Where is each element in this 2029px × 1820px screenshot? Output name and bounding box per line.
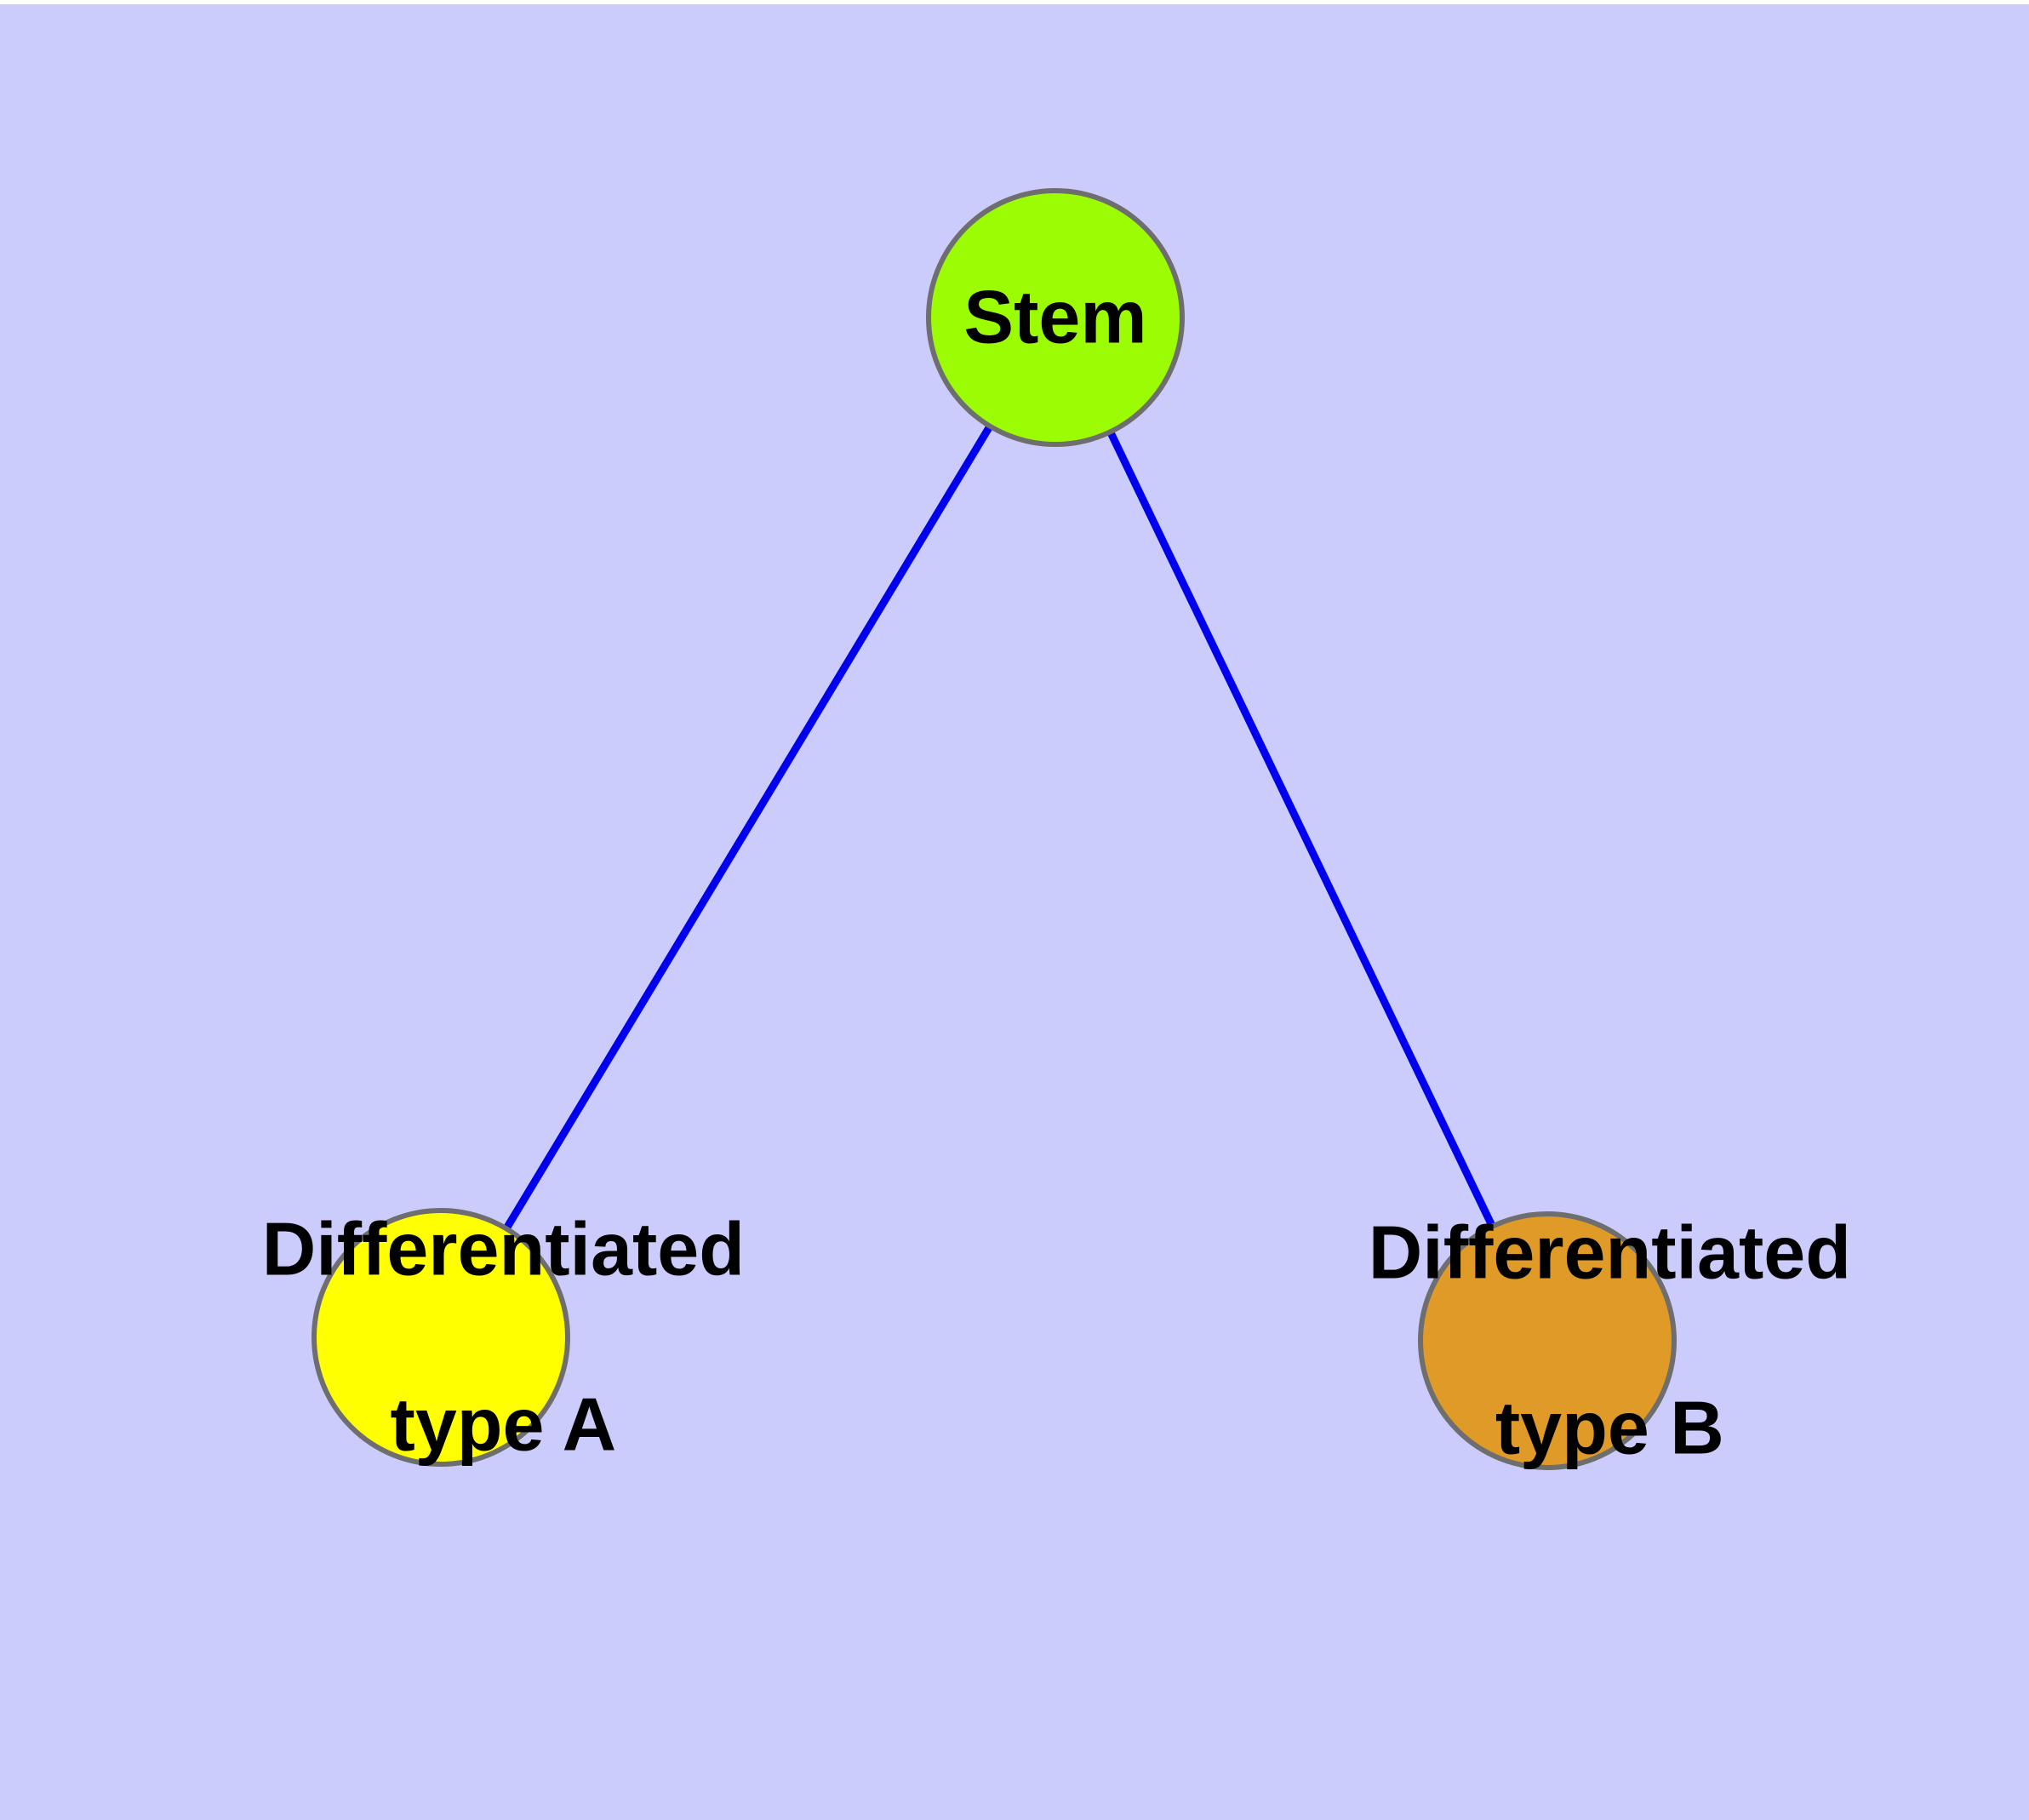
node-differentiated-type-a[interactable] xyxy=(311,1208,570,1467)
node-differentiated-type-b[interactable] xyxy=(1418,1211,1677,1470)
edge-stem-to-differentiated-type-a[interactable] xyxy=(437,315,1059,1340)
node-stem[interactable] xyxy=(926,188,1185,447)
diagram-plot-area: Stem Differentiated type A Differentiate… xyxy=(0,4,2029,1820)
edge-layer xyxy=(437,315,1552,1342)
node-layer xyxy=(311,188,1677,1470)
edge-stem-to-differentiated-type-b[interactable] xyxy=(1051,316,1552,1342)
graph-svg xyxy=(311,188,1677,1470)
